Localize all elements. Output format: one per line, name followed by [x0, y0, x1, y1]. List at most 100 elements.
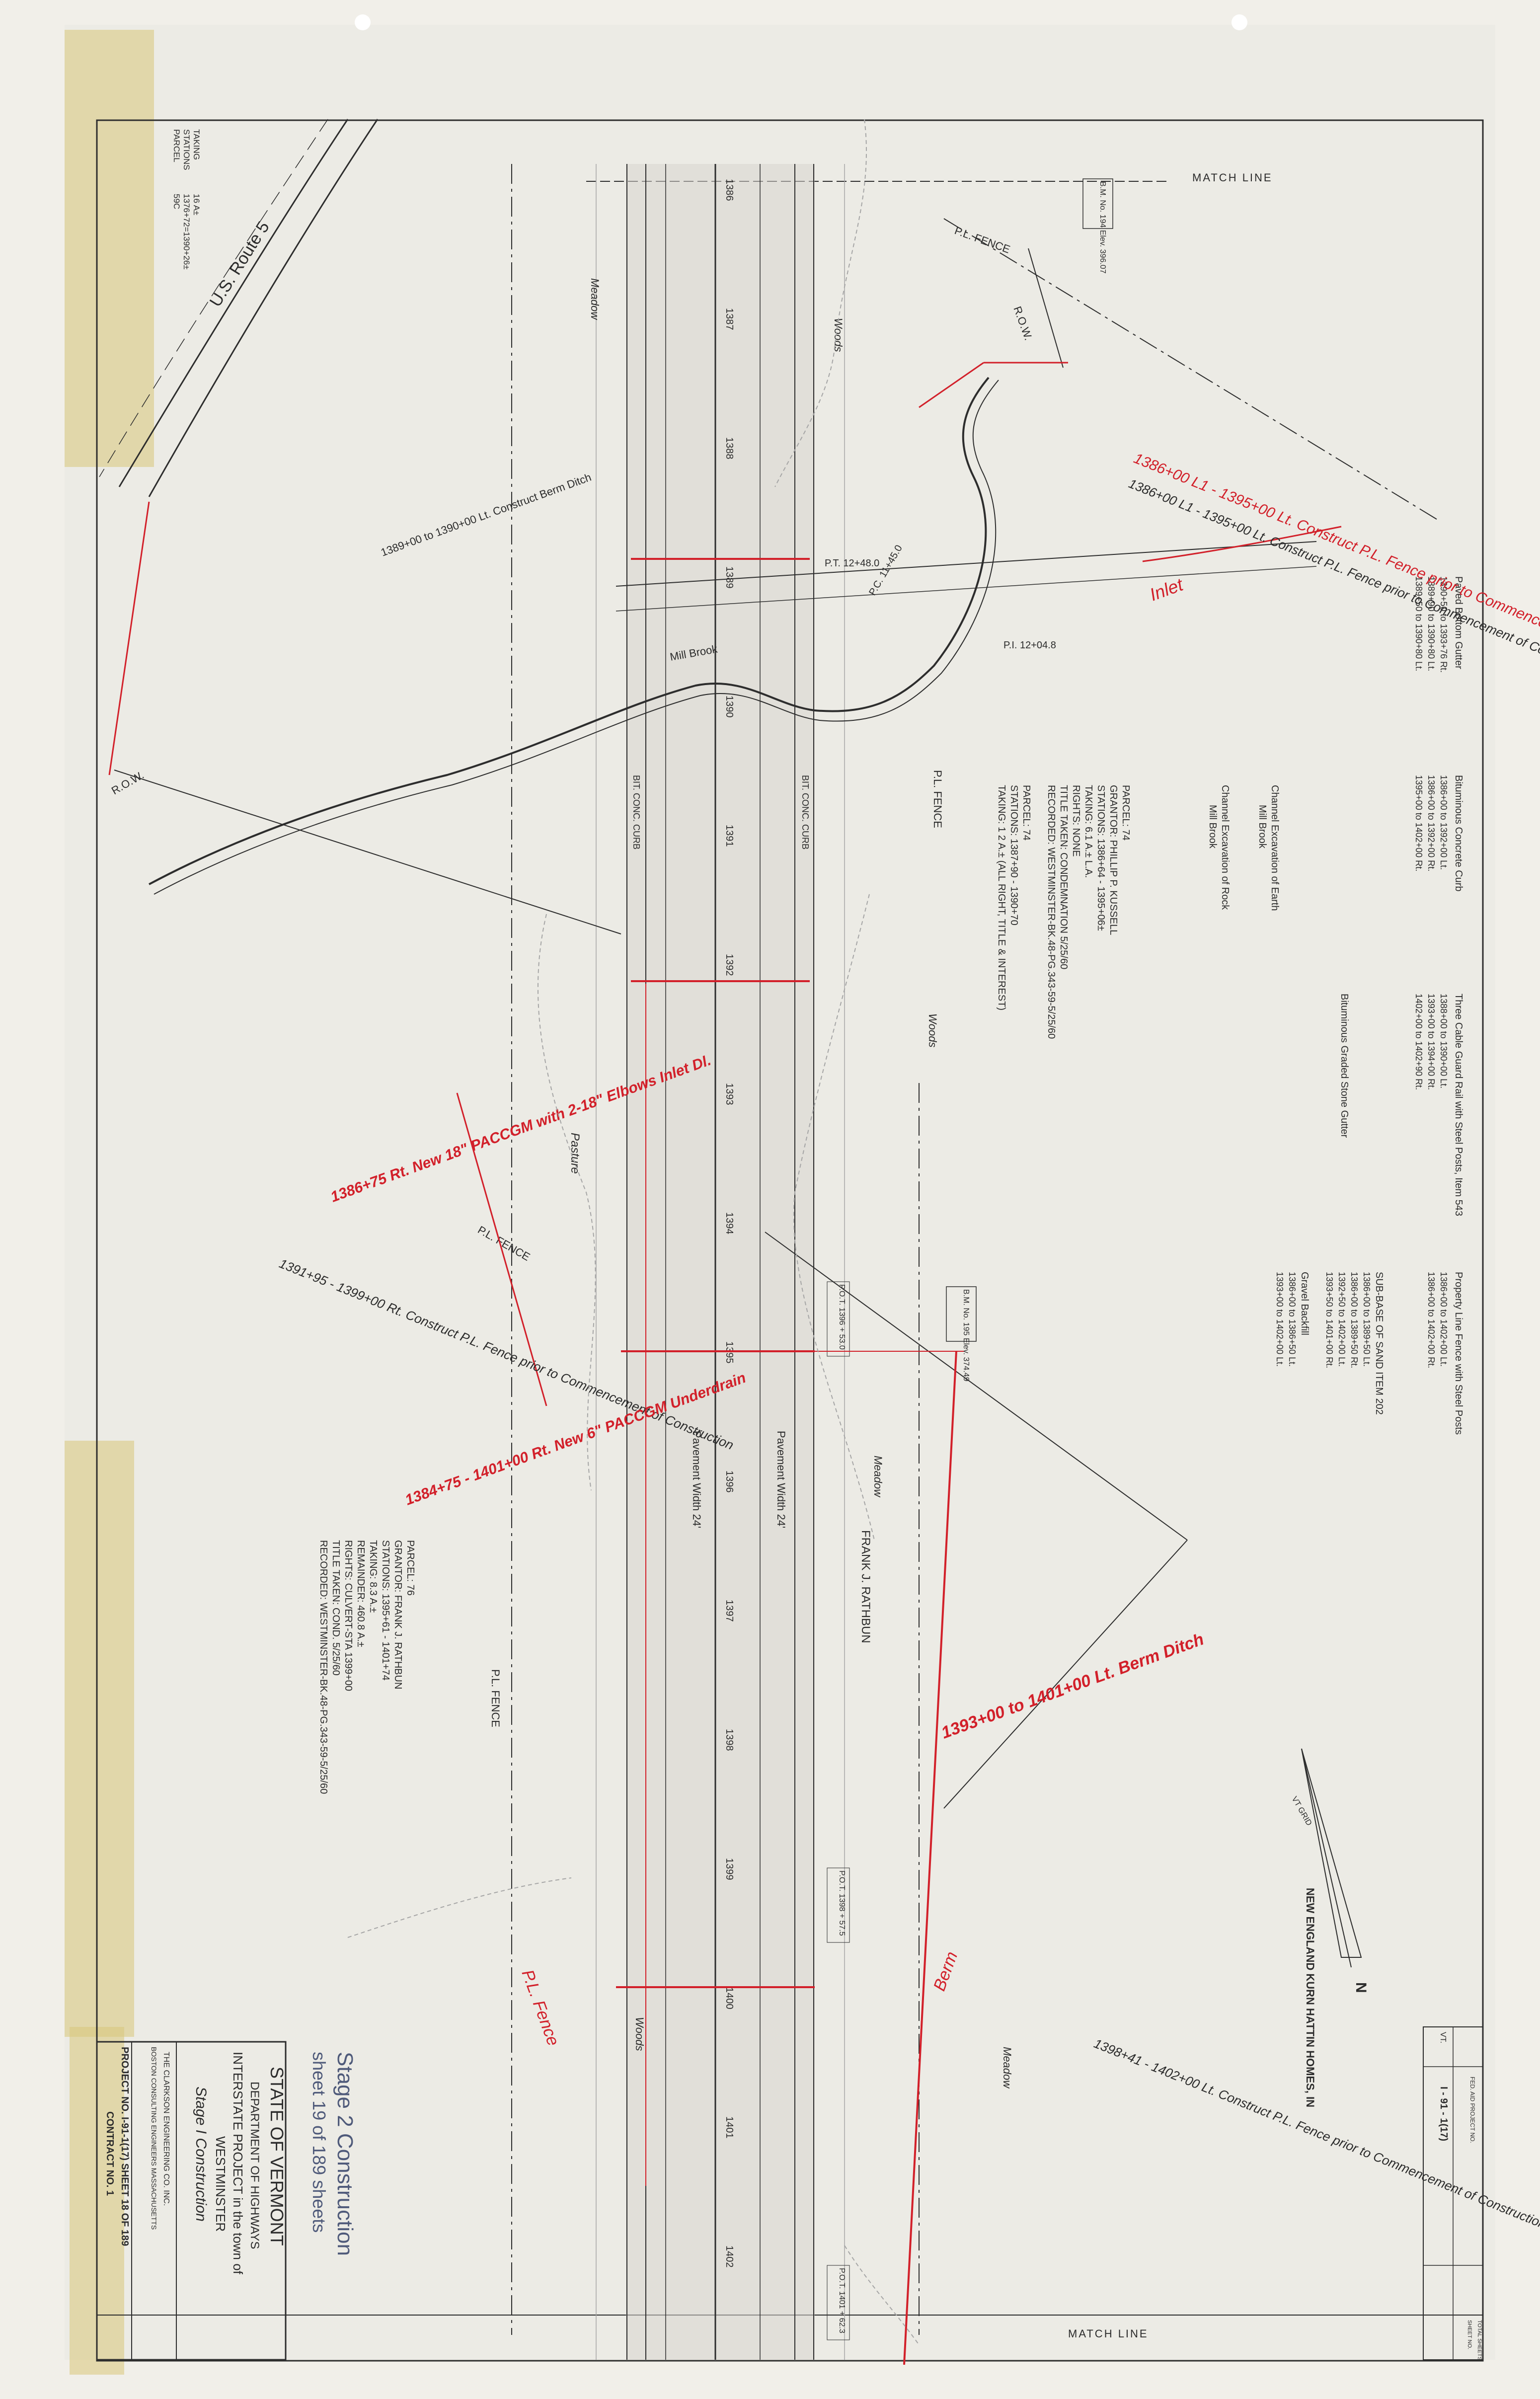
parcel-76-title: TITLE TAKEN: COND. 5/25/60 — [330, 1540, 341, 1676]
station-label: 1397 — [724, 1600, 735, 1622]
legend-curbs: Bituminous Concrete Curb 1386+00 to 1392… — [1414, 775, 1464, 892]
title-line-1: STATE OF VERMONT — [267, 2067, 287, 2246]
meadow-label: Meadow — [589, 278, 601, 320]
pot-labels: P.O.T. 1396 + 53.0 P.O.T. 1398 + 57.5 P.… — [827, 1281, 850, 2340]
parcel-76-block: PARCEL: 76 GRANTOR: FRANK J. RATHBUN STA… — [318, 1540, 416, 1794]
pavement-width-right: Pavement Width 24' — [775, 1431, 787, 1528]
woods-label: Woods — [633, 2017, 646, 2051]
match-line-top: MATCH LINE — [1192, 171, 1273, 184]
legend-row: 1389+90 to 1390+80 Lt. — [1426, 576, 1436, 671]
legend-row: 1386+00 to 1386+50 Lt. — [1287, 1272, 1297, 1367]
legend-row: 1386+00 to 1392+00 Lt. — [1439, 775, 1449, 870]
parcel-74-title: TITLE TAKEN: CONDEMNATION 5/25/60 — [1058, 785, 1069, 969]
parcel-74-grantor: GRANTOR: PHILLIP P. KUSSELL — [1108, 785, 1119, 935]
channel-notes: Channel Excavation of Earth Mill Brook C… — [1207, 785, 1350, 1138]
highway-corridor — [596, 164, 845, 2360]
channel-rock: Channel Excavation of Rock — [1220, 785, 1231, 910]
legend-row: 1388+00 to 1390+00 Lt. — [1439, 994, 1449, 1088]
project-box-total: TOTAL SHEETS — [1476, 2320, 1482, 2360]
parcel-74-taking: TAKING: 6.1 A.± L.A. — [1083, 785, 1094, 878]
meadow-label: Meadow — [1001, 2047, 1013, 2089]
station-label: 1389 — [724, 566, 735, 589]
legend-subbase: SUB-BASE OF SAND ITEM 202 1386+00 to 138… — [1324, 1272, 1385, 1415]
legend-cable-rail: Three Cable Guard Rail with Steel Posts,… — [1414, 994, 1464, 1216]
owner-kurn-hattin: NEW ENGLAND KURN HATTIN HOMES, IN — [1304, 1888, 1316, 2107]
title-block: STATE OF VERMONT DEPARTMENT OF HIGHWAYS … — [96, 2041, 287, 2361]
parcel-76-stations: STATIONS: 1395+61 - 1401+74 — [380, 1540, 391, 1681]
parcel-74-stations: STATIONS: 1386+64 - 1395+06± — [1095, 785, 1106, 931]
project-box-header: FED. AID PROJECT NO. — [1469, 2077, 1476, 2143]
station-label: 1392 — [724, 954, 735, 976]
legend-row: 1386+00 to 1389+50 Rt. — [1349, 1272, 1359, 1368]
curb-label-left: BIT. CONC. CURB — [631, 775, 641, 850]
legend-row: 1386+00 to 1389+50 Lt. — [1362, 1272, 1372, 1367]
station-label: 1395 — [724, 1341, 735, 1364]
woods-label: Woods — [832, 318, 845, 352]
legend-title: Paved Bottom Gutter — [1453, 576, 1464, 669]
station-label: 1399 — [724, 1858, 735, 1880]
project-box-sheet: SHEET NO. — [1466, 2320, 1472, 2349]
channel-rock-brook: Mill Brook — [1207, 805, 1218, 849]
parcel-74b-stations: STATIONS: 1387+90 - 1390+70 — [1008, 785, 1019, 926]
legend-gravel: Gravel Backfill 1386+00 to 1386+50 Lt. 1… — [1275, 1272, 1310, 1367]
parcel-74b-parcel: PARCEL: 74 — [1021, 785, 1032, 841]
red-drainage-lines — [108, 362, 1342, 2365]
pasture-label: Pasture — [568, 1133, 582, 1174]
terrain-labels: Pasture Woods Woods Woods Meadow Meadow … — [568, 278, 1013, 2089]
legend-title: Property Line Fence with Steel Posts — [1453, 1272, 1464, 1435]
station-label: 1401 — [724, 2116, 735, 2139]
pt-label: P.T. 12+48.0 — [825, 558, 879, 569]
contract-number: CONTRACT NO. 1 — [104, 2111, 115, 2196]
channel-mill-brook: Mill Brook — [1257, 805, 1268, 849]
legend-row: 1402+00 to 1402+90 Rt. — [1414, 994, 1424, 1090]
bench-marks: B.M. No. 194 Elev. 396.07 B.M. No. 195 E… — [946, 178, 1113, 1382]
parcel-74-recorded: RECORDED: WESTMINSTER-BK.48-PG.343-59-5/… — [1046, 785, 1057, 1039]
punch-hole-left — [355, 14, 371, 30]
consultant: THE CLARKSON ENGINEERING CO. INC. — [162, 2052, 170, 2206]
legend-title: Gravel Backfill — [1299, 1272, 1310, 1335]
legend-row: 1386+00 to 1402+00 Rt. — [1426, 1272, 1436, 1368]
parcel-76-rights: RIGHTS: CULVERT-STA 1399+00 — [343, 1540, 354, 1691]
title-line-4: WESTMINSTER — [213, 2136, 228, 2232]
bituminous-gutter: Bituminous Graded Stone Gutter — [1339, 994, 1350, 1138]
legend-row: 1390+50 to 1393+76 Rt. — [1439, 576, 1449, 673]
stamp-line-1: Stage 2 Construction — [333, 2052, 357, 2256]
mill-brook: Mill Brook — [149, 377, 999, 895]
parcel-76-recorded: RECORDED: WESTMINSTER-BK.48-PG.343-59-5/… — [318, 1540, 329, 1794]
legend-title: Three Cable Guard Rail with Steel Posts,… — [1453, 994, 1464, 1216]
legend-row: 1389+50 to 1390+80 Lt. — [1414, 576, 1424, 671]
pi-label: P.I. 12+04.8 — [1003, 640, 1056, 651]
station-label: 1387 — [724, 308, 735, 330]
station-label: 1390 — [724, 696, 735, 718]
taking-label: TAKING — [192, 129, 201, 160]
legend-row: 1393+50 to 1401+00 Rt. — [1324, 1272, 1334, 1368]
project-box-project: I - 91 - 1(17) — [1438, 2087, 1449, 2141]
station-labels: 1386 1387 1388 1389 1390 1391 1392 1393 … — [724, 179, 735, 2268]
punch-hole-right — [1232, 14, 1247, 30]
stations-label: STATIONS — [182, 129, 191, 170]
pot-3: P.O.T. 1401 + 62.3 — [838, 2268, 846, 2333]
project-number: PROJECT NO. I-91-1(17) SHEET 18 OF 189 — [119, 2047, 130, 2246]
parcel-74b-taking: TAKING: 1 2 A.± (ALL RIGHT, TITLE & INTE… — [996, 785, 1007, 1010]
meadow-label: Meadow — [872, 1456, 884, 1498]
parcel-76-remainder: REMAINDER: 460.8 A.± — [355, 1540, 366, 1647]
parcel-59c-table: PARCEL STATIONS TAKING 59C 1376+72=1390+… — [172, 129, 201, 270]
parcel-74-block: PARCEL: 74 GRANTOR: PHILLIP P. KUSSELL S… — [996, 785, 1131, 1039]
parcel-74-rights: RIGHTS: NONE — [1071, 785, 1081, 856]
pot-1: P.O.T. 1396 + 53.0 — [838, 1284, 846, 1350]
station-label: 1402 — [724, 2245, 735, 2268]
station-label: 1396 — [724, 1470, 735, 1493]
pot-2: P.O.T. 1398 + 57.5 — [838, 1870, 846, 1936]
project-box-state: VT. — [1439, 2032, 1447, 2043]
consultant-city: BOSTON CONSULTING ENGINEERS MASSACHUSETT… — [150, 2047, 158, 2230]
curb-label-right: BIT. CONC. CURB — [800, 775, 810, 850]
parcel-76-taking: TAKING: 8.3 A.± — [368, 1540, 379, 1613]
pl-fence-label: P.L. FENCE — [931, 770, 944, 828]
legend-title: Bituminous Concrete Curb — [1453, 775, 1464, 892]
svg-text:N: N — [1353, 1982, 1369, 1993]
contour-lines — [347, 119, 920, 2345]
parcel-value: 59C — [172, 194, 181, 209]
station-label: 1394 — [724, 1212, 735, 1235]
parcel-76-grantor: GRANTOR: FRANK J. RATHBUN — [392, 1540, 403, 1689]
